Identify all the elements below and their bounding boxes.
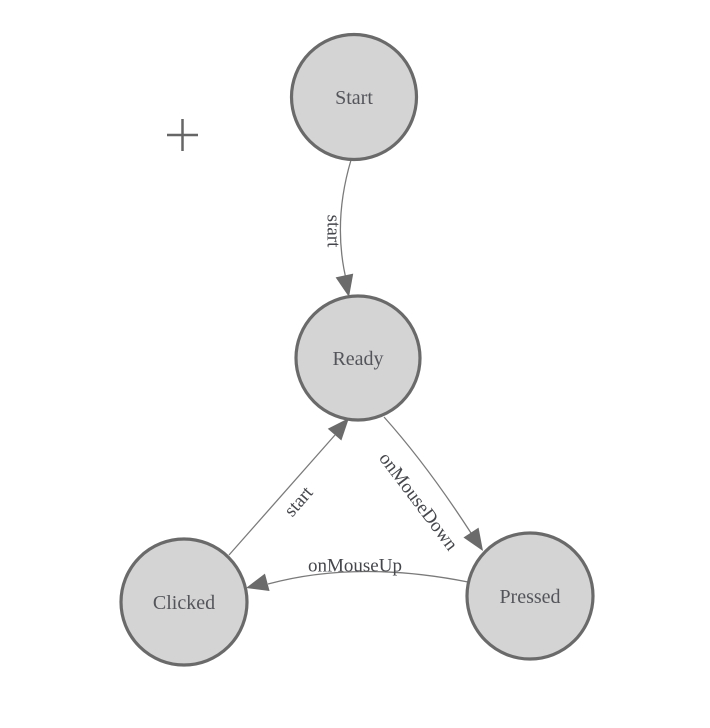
arrowhead-icon (327, 418, 349, 441)
edge-label-onmouseup: onMouseUp (308, 556, 402, 577)
state-circle-clicked[interactable] (119, 537, 249, 667)
state-node-clicked[interactable]: Clicked (119, 537, 249, 667)
plus-crosshair-icon (167, 119, 198, 151)
state-label-clicked: Clicked (153, 592, 215, 614)
state-label-ready: Ready (332, 348, 383, 370)
arrowhead-icon (246, 573, 270, 591)
state-node-pressed[interactable]: Pressed (465, 531, 595, 661)
edge-line[interactable] (228, 434, 336, 556)
edge-line[interactable] (267, 570, 469, 585)
edge-pressed-to-clicked[interactable]: onMouseUp (244, 556, 469, 597)
edge-label-start: start (322, 215, 343, 248)
state-node-ready[interactable]: Ready (294, 294, 422, 422)
edge-line[interactable] (383, 416, 472, 534)
state-label-pressed: Pressed (499, 586, 560, 608)
arrowhead-icon (335, 273, 354, 297)
state-circle-pressed[interactable] (465, 531, 595, 661)
state-node-start[interactable]: Start (289, 32, 419, 162)
state-circle-ready[interactable] (294, 294, 422, 422)
state-label-start: Start (335, 87, 373, 109)
edge-line[interactable] (339, 159, 352, 284)
edge-start-to-ready[interactable]: start (322, 159, 357, 299)
state-circle-start[interactable] (289, 32, 419, 162)
arrowhead-icon (463, 527, 483, 551)
